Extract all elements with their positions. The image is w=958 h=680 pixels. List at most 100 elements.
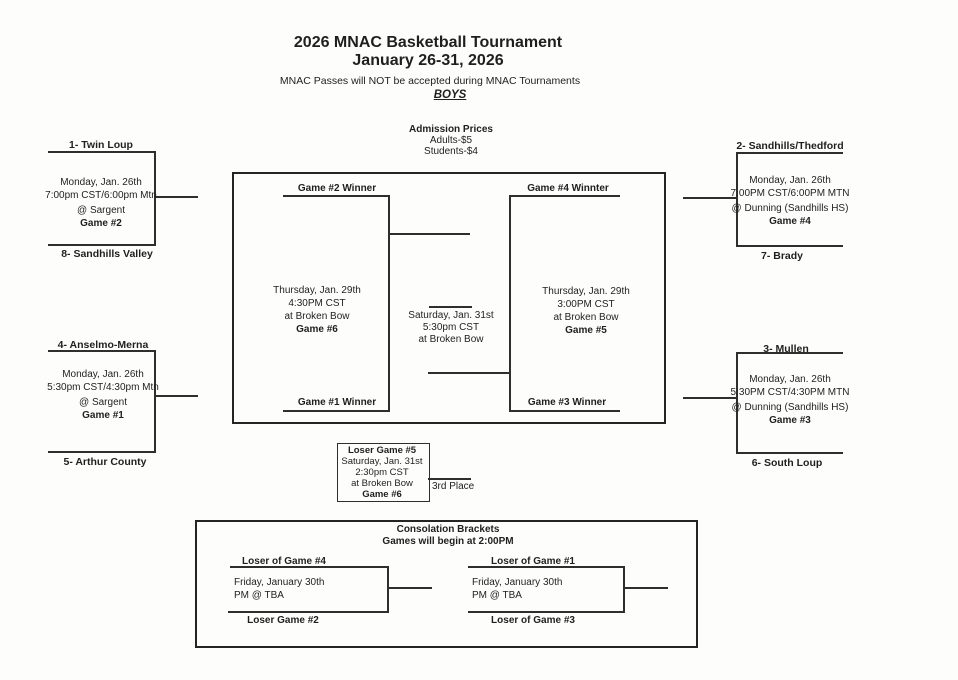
semifinal-right-top-label: Game #4 Winnter — [527, 183, 609, 194]
admission-adults: Adults-$5 — [429, 135, 473, 146]
game-date: Saturday, Jan. 31st — [341, 456, 423, 467]
championship-connector-right — [428, 372, 511, 374]
third-place-participants: Loser Game #5 — [347, 445, 417, 456]
game1-info: Monday, Jan. 26th 5:30pm CST/4:30pm Mtn … — [47, 368, 159, 422]
third-place-label: 3rd Place — [432, 481, 475, 492]
game-venue: @ Sargent — [79, 397, 127, 408]
game-venue: at Broken Bow — [284, 311, 350, 322]
game-date: Monday, Jan. 26th — [749, 374, 831, 385]
championship-line-top — [429, 306, 472, 308]
game-time: 7:00PM CST/6:00PM MTN — [730, 188, 850, 199]
consolation-left-venue: PM @ TBA — [234, 590, 284, 601]
bracket-line — [736, 245, 843, 247]
consolation-left-date: Friday, January 30th — [234, 577, 325, 588]
page-title: 2026 MNAC Basketball Tournament — [293, 34, 563, 51]
bracket-line — [283, 410, 390, 412]
bracket-line — [468, 566, 625, 568]
game-number: Game #3 — [769, 415, 811, 426]
bracket-line — [48, 244, 156, 246]
admission-title: Admission Prices — [409, 124, 493, 135]
consolation-subtitle: Games will begin at 2:00PM — [382, 536, 514, 547]
game-venue: @ Sargent — [77, 205, 125, 216]
championship-connector-left — [389, 233, 470, 235]
third-place-box — [337, 443, 430, 502]
seed-south-loup: 6- South Loup — [751, 457, 823, 469]
game-date: Monday, Jan. 26th — [749, 175, 831, 186]
game-number: Game #6 — [296, 324, 338, 335]
page-subtitle: January 26-31, 2026 — [352, 52, 504, 69]
consolation-left-bottom-label: Loser Game #2 — [247, 615, 319, 626]
bracket-line — [48, 151, 156, 153]
game-number: Game #6 — [362, 489, 402, 500]
division-label: BOYS — [433, 89, 467, 101]
bracket-line — [283, 195, 390, 197]
bracket-line — [387, 566, 389, 613]
game-number: Game #2 — [80, 218, 122, 229]
seed-brady: 7- Brady — [760, 250, 804, 262]
semifinal-right-bottom-label: Game #3 Winner — [527, 397, 607, 408]
game3-info: Monday, Jan. 26th 5:30PM CST/4:30PM MTN … — [731, 373, 850, 427]
bracket-connector — [389, 587, 432, 589]
bracket-line — [48, 451, 156, 453]
bracket-line — [736, 452, 843, 454]
game5-info: Thursday, Jan. 29th 3:00PM CST at Broken… — [542, 285, 630, 337]
game-time: 4:30PM CST — [288, 298, 346, 309]
game-date: Monday, Jan. 26th — [62, 369, 144, 380]
championship-info: Saturday, Jan. 31st 5:30pm CST at Broken… — [408, 310, 493, 346]
consolation-right-venue: PM @ TBA — [472, 590, 522, 601]
bracket-line — [736, 152, 738, 247]
bracket-line — [48, 350, 156, 352]
game-time: 7:00pm CST/6:00pm Mtn — [45, 190, 157, 201]
bracket-connector — [154, 196, 198, 198]
bracket-line — [623, 566, 625, 613]
game-time: 2:30pm CST — [355, 467, 409, 478]
game-time: 3:00PM CST — [557, 299, 615, 310]
game-number: Game #4 — [769, 216, 811, 227]
game2-info: Monday, Jan. 26th 7:00pm CST/6:00pm Mtn … — [45, 176, 157, 230]
game-time: 5:30pm CST — [422, 322, 480, 333]
admission-students: Students-$4 — [424, 146, 478, 157]
bracket-connector — [683, 197, 738, 199]
game4-info: Monday, Jan. 26th 7:00PM CST/6:00PM MTN … — [731, 174, 850, 228]
game-time: 5:30pm CST/4:30pm Mtn — [47, 382, 159, 393]
game-date: Thursday, Jan. 29th — [273, 285, 361, 296]
bracket-line — [736, 352, 738, 454]
bracket-line — [154, 151, 156, 246]
game6-info: Thursday, Jan. 29th 4:30PM CST at Broken… — [273, 284, 361, 336]
consolation-title: Consolation Brackets — [396, 524, 500, 535]
seed-sandhills-valley: 8- Sandhills Valley — [61, 248, 153, 260]
bracket-connector — [625, 587, 668, 589]
bracket-line — [388, 195, 390, 412]
game-time: 5:30PM CST/4:30PM MTN — [730, 387, 850, 398]
seed-twin-loup: 1- Twin Loup — [69, 139, 133, 151]
semifinal-left-top-label: Game #2 Winner — [297, 183, 377, 194]
bracket-line — [230, 566, 389, 568]
game-date: Saturday, Jan. 31st — [408, 310, 494, 321]
third-place-info: Loser Game #5 Saturday, Jan. 31st 2:30pm… — [341, 445, 422, 500]
game-venue: @ Dunning (Sandhills HS) — [731, 402, 849, 413]
bracket-line — [154, 350, 156, 453]
game-venue: @ Dunning (Sandhills HS) — [731, 203, 849, 214]
bracket-line — [736, 152, 843, 154]
game-number: Game #5 — [565, 325, 607, 336]
game-venue: at Broken Bow — [351, 478, 413, 489]
bracket-line — [509, 410, 620, 412]
semifinal-left-bottom-label: Game #1 Winner — [297, 397, 377, 408]
game-number: Game #1 — [82, 410, 124, 421]
bracket-connector — [154, 395, 198, 397]
seed-sandhills-thedford: 2- Sandhills/Thedford — [736, 140, 844, 152]
bracket-line — [509, 195, 511, 412]
game-venue: at Broken Bow — [553, 312, 619, 323]
seed-anselmo-merna: 4- Anselmo-Merna — [57, 339, 149, 351]
game-date: Monday, Jan. 26th — [60, 177, 142, 188]
bracket-line — [509, 195, 620, 197]
game-date: Thursday, Jan. 29th — [542, 286, 630, 297]
third-place-connector — [428, 478, 471, 480]
bracket-line — [736, 352, 843, 354]
passes-note: MNAC Passes will NOT be accepted during … — [279, 75, 581, 87]
game-venue: at Broken Bow — [418, 334, 484, 345]
bracket-connector — [683, 397, 738, 399]
consolation-box — [195, 520, 698, 648]
consolation-left-top-label: Loser of Game #4 — [242, 556, 326, 567]
